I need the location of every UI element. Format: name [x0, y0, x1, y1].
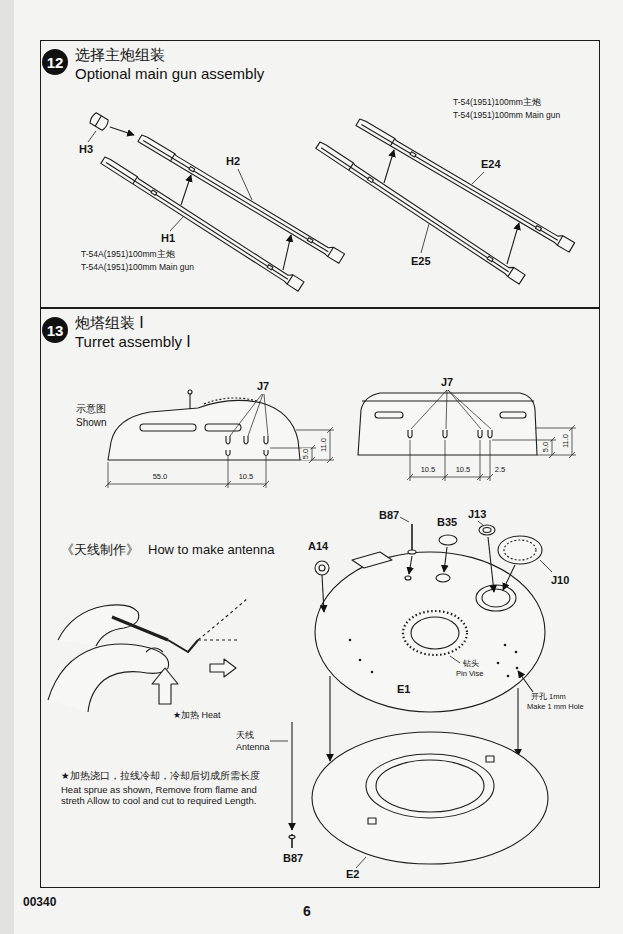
view-note: Shown — [75, 417, 108, 429]
step-note: ★加热 Heat — [172, 710, 222, 720]
page-number: 6 — [302, 903, 312, 919]
step-title: 炮塔组装 Ⅰ — [75, 314, 144, 331]
part-number: J7 — [256, 380, 270, 393]
dimension: 11.0 — [562, 433, 571, 449]
part-number: B87 — [378, 509, 400, 522]
step-badge: 13 — [42, 317, 68, 343]
instruction-note: Heat sprue as shown, Remove from flame a… — [60, 785, 284, 807]
step-number: 13 — [47, 323, 64, 338]
variant-note: T-54(1951)100mm主炮 — [452, 98, 542, 108]
variant-note: T-54A(1951)100mm Main gun — [80, 263, 195, 273]
variant-note: T-54A(1951)100mm主炮 — [80, 250, 176, 260]
section-heading: 《天线制作》 — [60, 543, 140, 558]
dimension: 10.5 — [238, 473, 255, 482]
part-number: E1 — [396, 683, 411, 696]
step-title: Optional main gun assembly — [75, 65, 264, 82]
step-number: 12 — [47, 55, 64, 70]
variant-note: T-54(1951)100mm Main gun — [452, 111, 561, 121]
part-number: B35 — [436, 516, 458, 529]
part-number: A14 — [307, 540, 329, 553]
dimension: 10.5 — [455, 466, 472, 475]
part-note: Antenna — [235, 742, 271, 752]
instruction-note: ★加热浇口，拉线冷却，冷却后切成所需长度 — [60, 771, 261, 782]
dimension: 55.0 — [152, 473, 169, 482]
part-number: H2 — [225, 155, 241, 168]
kit-number: 00340 — [22, 896, 57, 910]
part-number: J7 — [440, 376, 454, 389]
part-number: H3 — [78, 143, 94, 156]
tool-note: Pin Vise — [455, 670, 484, 679]
drill-note: Make 1 mm Hole — [526, 703, 585, 712]
dimension: 2.5 — [494, 466, 506, 475]
tool-note: 钻头 — [462, 660, 480, 669]
step-title: 选择主炮组装 — [75, 46, 165, 63]
part-number: E24 — [480, 158, 502, 171]
step-badge: 12 — [42, 49, 68, 75]
part-number: H1 — [160, 232, 176, 245]
drill-note: 开孔 1mm — [530, 693, 567, 702]
part-number: B87 — [282, 852, 304, 865]
view-note: 示意图 — [75, 403, 107, 415]
dimension: 10.5 — [420, 466, 437, 475]
step-title: Turret assembly Ⅰ — [75, 333, 191, 350]
part-note: 天线 — [235, 730, 255, 740]
part-number: E25 — [410, 255, 432, 268]
part-number: J13 — [467, 508, 487, 521]
part-number: E2 — [345, 868, 360, 881]
dimension: 11.0 — [320, 437, 329, 453]
dimension: 5.0 — [542, 441, 551, 453]
section-heading: How to make antenna — [147, 543, 275, 558]
dimension: 5.0 — [302, 448, 311, 460]
part-number: J10 — [550, 574, 570, 587]
